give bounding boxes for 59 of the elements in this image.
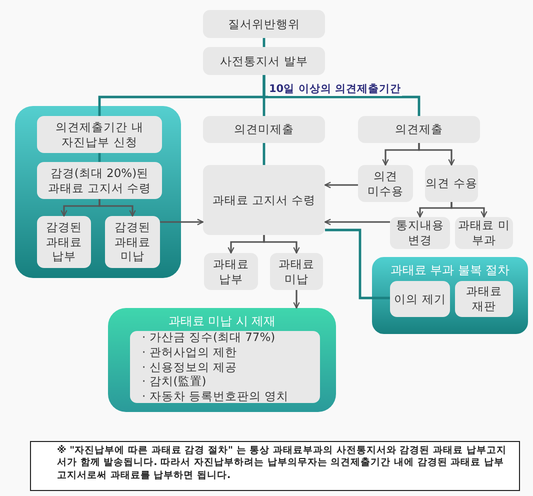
arrow — [160, 218, 204, 226]
process-box — [455, 281, 513, 317]
box-label: 질서위반행위 — [228, 16, 300, 32]
box-label: 의견 미수용 — [366, 168, 404, 198]
process-box — [203, 47, 325, 75]
box-label: 감경된 과태료 납부 — [45, 220, 83, 264]
process-box — [203, 165, 325, 235]
group-panel — [108, 308, 336, 412]
edge-label: 10일 이상의 의견제출기간 — [268, 82, 402, 96]
arrow — [98, 199, 136, 217]
process-box — [270, 253, 323, 290]
process-box — [37, 116, 162, 153]
box-label: 과태료 미납 — [278, 256, 316, 286]
connector-line — [325, 228, 390, 300]
arrow — [324, 182, 358, 188]
box-label: 감경된 과태료 미납 — [114, 220, 152, 264]
list-item: · 신용정보의 제공 — [142, 360, 237, 374]
list-item: · 관허사업의 제한 — [142, 344, 237, 360]
process-box — [358, 116, 480, 143]
box-label: 이의 제기 — [394, 292, 446, 306]
box-label: 의견미제출 — [234, 122, 294, 137]
process-box — [390, 217, 450, 249]
process-box — [425, 165, 478, 202]
process-box — [358, 165, 413, 202]
process-box — [204, 253, 258, 290]
box-label: 사전통지서 발부 — [220, 54, 308, 68]
box-label: 의견 수용 — [426, 176, 478, 191]
arrow — [324, 218, 390, 226]
connector-line — [98, 153, 101, 162]
arrow — [418, 143, 455, 166]
arrow — [293, 290, 300, 309]
process-box — [203, 10, 325, 38]
box-label: 통지내용 변경 — [395, 218, 445, 248]
process-box — [390, 281, 450, 317]
box-label: 과태료 납부 — [212, 256, 250, 286]
process-box — [105, 216, 160, 268]
box-label: 과태료 고지서 수령 — [212, 192, 316, 208]
process-box — [37, 162, 162, 199]
arrow — [450, 202, 488, 218]
group-panel — [15, 106, 181, 278]
box-label: 의견제출 — [395, 122, 443, 137]
box-label: 의견제출기간 내 자진납부 신청 — [54, 120, 144, 150]
list-item: · 자동차 등록번호판의 영치 — [142, 389, 289, 404]
group-heading: 과태료 미납 시 제재 — [168, 313, 276, 330]
connector-line — [262, 38, 266, 47]
box-label: 과태료 재판 — [465, 284, 503, 314]
group-heading: 과태료 부과 불복 절차 — [390, 262, 510, 279]
process-box — [203, 116, 325, 143]
footnote: ※ "자진납부에 따른 과태료 감경 절차" 는 통상 과태료부과의 사전통지서와 감경된 과태료 납부고지서가 함께 발송됩니다. 따라서 자진납부하려는 납부의무자는 의견제출기간 내에 감경된 과태료 납부고지서로써 과태료를 납부하면 됩니다. — [30, 441, 520, 491]
list-box — [130, 331, 320, 403]
box-label: 감경(최대 20%)된 과태료 고지서 수령 — [46, 166, 152, 196]
list-item: · 가산금 징수(최대 77%) — [142, 330, 276, 345]
group-panel — [372, 257, 528, 334]
connector-line — [262, 143, 266, 165]
process-box — [37, 216, 91, 268]
list-item: · 감치(監置) — [142, 374, 206, 390]
connector-line — [262, 75, 420, 116]
box-label: 과태료 미 부과 — [457, 218, 511, 248]
arrow — [263, 235, 300, 254]
